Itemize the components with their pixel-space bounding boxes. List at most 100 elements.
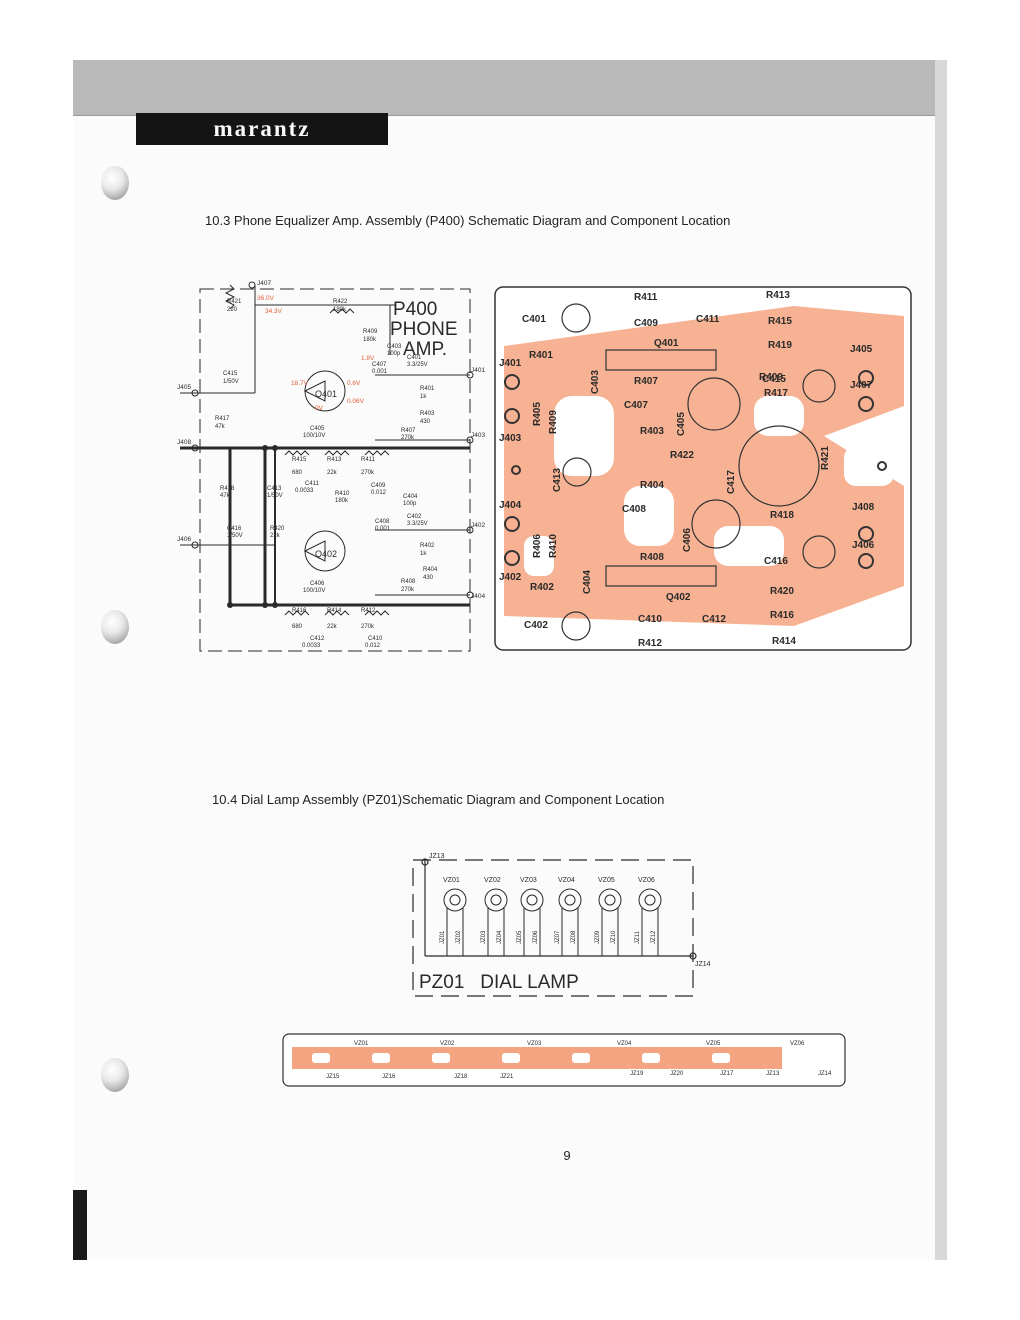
pcb-lamp-label: VZ04 bbox=[617, 1041, 632, 1047]
pin-label: JZ03 bbox=[481, 930, 487, 944]
pcb-label: Q402 bbox=[666, 592, 691, 603]
pcb-label: C408 bbox=[622, 504, 646, 515]
pcb-label: R401 bbox=[529, 350, 553, 361]
pcb-label: R411 bbox=[634, 292, 658, 303]
voltage-label: 0V bbox=[315, 405, 324, 412]
voltage-label: 34.3V bbox=[265, 308, 283, 315]
pcb-label: C417 bbox=[726, 470, 737, 494]
resistor-value: 430 bbox=[420, 419, 431, 425]
pcb-label: R422 bbox=[670, 450, 694, 461]
jack-label: J407 bbox=[257, 280, 271, 287]
capacitor-value: 0.012 bbox=[371, 490, 387, 496]
brand-logo: marantz bbox=[136, 113, 388, 145]
pcb-label: C407 bbox=[624, 400, 648, 411]
jack-label: J401 bbox=[471, 367, 485, 374]
capacitor-ref: C403 bbox=[387, 344, 402, 350]
pcb-label: R416 bbox=[770, 610, 794, 621]
capacitor-value: 0.012 bbox=[365, 643, 381, 649]
resistor-ref: R413 bbox=[327, 457, 342, 463]
pz01-pcb-layout: VZ01 VZ02 VZ03 VZ04 VZ05 VZ06 JZ15 JZ16 … bbox=[282, 1033, 846, 1087]
pcb-label: R421 bbox=[820, 446, 831, 470]
pcb-label: R406 bbox=[532, 534, 543, 558]
pcb-label: C413 bbox=[552, 468, 563, 492]
scan-right-edge bbox=[935, 60, 947, 1260]
pcb-jack-label: JZ14 bbox=[818, 1071, 832, 1077]
resistor-value: 270k bbox=[361, 624, 375, 630]
binder-hole-icon bbox=[101, 610, 129, 644]
lamp-label: VZ04 bbox=[558, 877, 575, 884]
jack-label: J406 bbox=[177, 536, 191, 543]
pcb-label: R414 bbox=[772, 636, 796, 647]
pcb-label: C410 bbox=[638, 614, 662, 625]
pin-label: JZ04 bbox=[497, 930, 503, 944]
resistor-value: 180k bbox=[363, 337, 377, 343]
pin-label: JZ06 bbox=[533, 930, 539, 944]
pcb-lamp-label: VZ05 bbox=[706, 1041, 721, 1047]
capacitor-ref: C402 bbox=[407, 514, 422, 520]
resistor-value: 47k bbox=[220, 493, 231, 499]
resistor-value: 47k bbox=[215, 424, 226, 430]
capacitor-value: 100p bbox=[387, 351, 401, 357]
resistor-value: 22k bbox=[327, 470, 338, 476]
pin-label: JZ05 bbox=[517, 930, 523, 944]
resistor-value: 270k bbox=[361, 470, 375, 476]
resistor-value: 430 bbox=[423, 575, 434, 581]
capacitor-value: 0.0033 bbox=[295, 488, 314, 494]
resistor-ref: R404 bbox=[423, 567, 438, 573]
pcb-label: J401 bbox=[499, 358, 522, 369]
pcb-label: C411 bbox=[696, 314, 720, 325]
pcb-label: C402 bbox=[524, 620, 548, 631]
jack-label: J402 bbox=[471, 522, 485, 529]
capacitor-value: 100/10V bbox=[303, 588, 325, 594]
pcb-label: R417 bbox=[764, 388, 788, 399]
binder-hole-icon bbox=[101, 1058, 129, 1092]
resistor-ref: R410 bbox=[335, 491, 350, 497]
pcb-label: C416 bbox=[764, 556, 788, 567]
capacitor-ref: C407 bbox=[372, 362, 387, 368]
pcb-label: R405 bbox=[532, 402, 543, 426]
pcb-jack-label: JZ18 bbox=[454, 1074, 468, 1080]
capacitor-ref: C406 bbox=[310, 581, 325, 587]
pcb-jack-label: JZ20 bbox=[670, 1071, 684, 1077]
pcb-label: J408 bbox=[852, 502, 875, 513]
pin-label: JZ10 bbox=[611, 930, 617, 944]
pcb-label: R409 bbox=[759, 372, 783, 383]
pcb-label: J407 bbox=[850, 380, 873, 391]
jack-label: J403 bbox=[471, 432, 485, 439]
capacitor-value: 1/50V bbox=[223, 379, 239, 385]
resistor-ref: R421 bbox=[227, 299, 242, 305]
lamp-label: VZ01 bbox=[443, 877, 460, 884]
resistor-value: 180k bbox=[335, 498, 349, 504]
section-10-4-title: 10.4 Dial Lamp Assembly (PZ01)Schematic … bbox=[212, 792, 665, 807]
capacitor-ref: C416 bbox=[227, 526, 242, 532]
p400-pcb-layout: R411 R413 C401 C409 C411 R415 R419 J405 … bbox=[494, 286, 912, 651]
pin-label: JZ07 bbox=[555, 930, 561, 944]
pin-label: JZ12 bbox=[651, 930, 657, 944]
pcb-label: R412 bbox=[638, 638, 662, 649]
capacitor-value: 3.3/25V bbox=[407, 521, 428, 527]
resistor-ref: R415 bbox=[292, 457, 307, 463]
capacitor-ref: C409 bbox=[371, 483, 386, 489]
pcb-label: R404 bbox=[640, 480, 664, 491]
lamp-label: VZ02 bbox=[484, 877, 501, 884]
pz01-schematic: JZ13 JZ14 VZ01 VZ02 VZ03 VZ04 VZ05 VZ06 … bbox=[412, 853, 711, 997]
capacitor-value: 100/10V bbox=[303, 433, 325, 439]
capacitor-ref: C415 bbox=[223, 371, 238, 377]
capacitor-ref: C413 bbox=[267, 486, 282, 492]
pin-label: JZ08 bbox=[571, 930, 577, 944]
jack-label: J408 bbox=[177, 439, 191, 446]
jack-label: JZ13 bbox=[429, 853, 445, 860]
pcb-label: C415 bbox=[762, 374, 786, 385]
page-number: 9 bbox=[563, 1148, 571, 1163]
resistor-value: 270k bbox=[401, 435, 415, 441]
voltage-label: 18.7V bbox=[291, 380, 309, 387]
pcb-label: J405 bbox=[850, 344, 873, 355]
pcb-label: R409 bbox=[548, 410, 559, 434]
pin-label: JZ09 bbox=[595, 930, 601, 944]
capacitor-ref: C408 bbox=[375, 519, 390, 525]
resistor-ref: R402 bbox=[420, 543, 435, 549]
pcb-jack-label: JZ15 bbox=[326, 1074, 340, 1080]
voltage-label: 1.8V bbox=[361, 355, 375, 362]
pcb-label: R402 bbox=[530, 582, 554, 593]
pcb-label: C404 bbox=[582, 570, 593, 594]
